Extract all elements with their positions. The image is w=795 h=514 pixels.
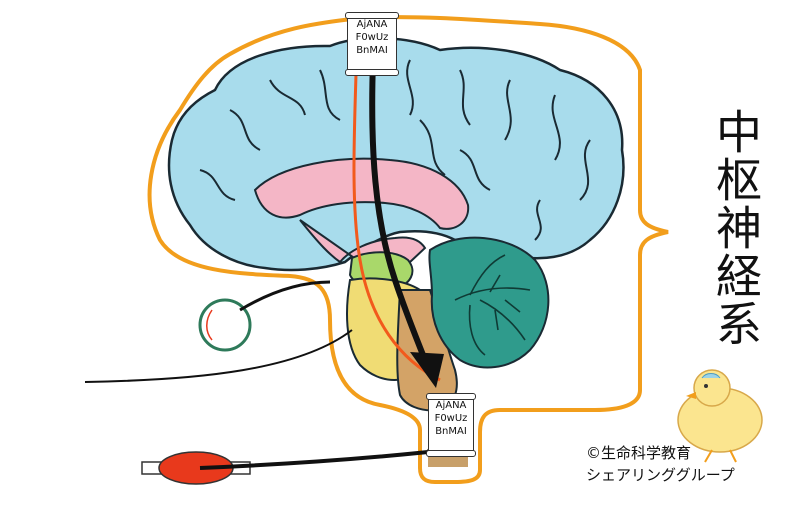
top-label-box-roll-bottom	[345, 69, 399, 76]
cerebrum-sulci	[199, 59, 591, 241]
credit-line-1: ©生命科学教育	[586, 444, 692, 462]
cerebellum	[428, 236, 550, 369]
pathway-arrowhead	[410, 352, 444, 388]
top-label-line-1: AjANA	[356, 19, 388, 30]
top-label-box: AjANA F0wUz BnMAI	[345, 12, 399, 76]
top-label-box-roll-top	[345, 12, 399, 19]
optic-nerve	[239, 280, 331, 312]
bottom-label-line-2: F0wUz	[434, 413, 468, 424]
bottom-label-box-roll-bottom	[426, 450, 476, 457]
corpus-callosum	[253, 157, 470, 230]
sensory-nerve-line	[84, 329, 353, 383]
muscle	[141, 451, 251, 485]
cns-outline	[147, 15, 669, 484]
top-label-line-2: F0wUz	[355, 32, 389, 43]
chick-illustration	[677, 369, 763, 463]
credit-line-2: シェアリンググループ	[586, 466, 735, 484]
eye	[198, 298, 252, 352]
bottom-label-box: AjANA F0wUz BnMAI	[426, 393, 476, 457]
bottom-label-line-1: AjANA	[435, 400, 467, 411]
central-nervous-system-title: 中枢神経系	[709, 108, 763, 348]
motor-pathway	[352, 39, 441, 382]
credit: ©生命科学教育 シェアリンググループ	[586, 442, 735, 486]
motor-nerve	[199, 450, 429, 470]
descending-pathway	[369, 59, 428, 362]
bottom-label-line-3: BnMAI	[435, 426, 467, 437]
bottom-label-box-roll-top	[426, 393, 476, 400]
top-label-line-3: BnMAI	[356, 45, 388, 56]
